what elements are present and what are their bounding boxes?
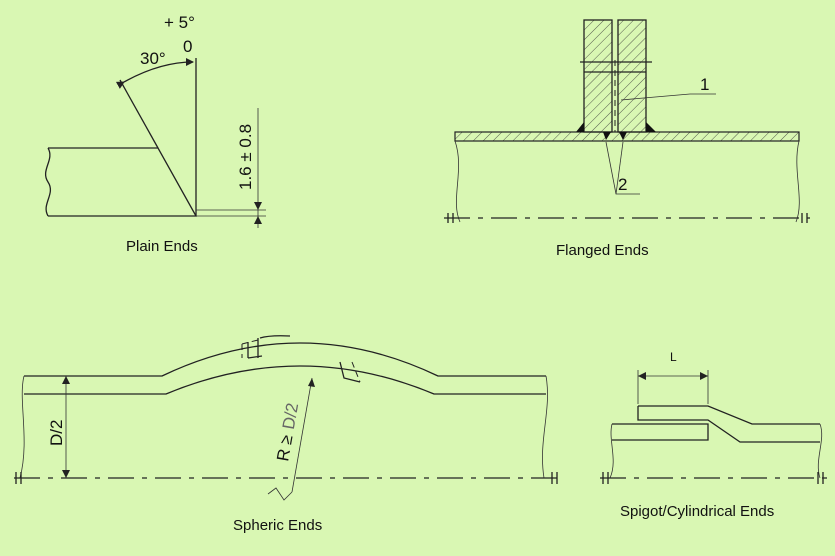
callout-2-label: 2 bbox=[618, 175, 627, 194]
flanged-ends-caption: Flanged Ends bbox=[556, 242, 649, 259]
spheric-break-right bbox=[542, 375, 548, 479]
weld-inner-left bbox=[603, 132, 611, 140]
spigot-outer-bottom bbox=[637, 406, 820, 443]
callout-1-label: 1 bbox=[700, 75, 709, 94]
radius-label: R ≥D/2 bbox=[273, 401, 302, 462]
radius-dim-line bbox=[291, 377, 313, 493]
flanged-pipe-wall bbox=[454, 131, 800, 142]
plain-ends-drawing: + 5° 0 30° 1.6 ± 0.8 Plain Ends bbox=[44, 13, 266, 255]
spheric-socket-right bbox=[339, 361, 361, 383]
plain-ends-caption: Plain Ends bbox=[126, 238, 198, 255]
spheric-socket-left bbox=[247, 338, 263, 359]
spheric-outer-surface bbox=[24, 342, 546, 377]
bevel-angle-label: 30° bbox=[140, 49, 166, 68]
spheric-inner-surface bbox=[24, 365, 546, 395]
tolerance-plus-label: + 5° bbox=[164, 13, 195, 32]
spheric-ends-drawing: D/2 R ≥D/2 Spheric Ends bbox=[14, 335, 560, 534]
weld-outer-right bbox=[646, 122, 656, 132]
spigot-inner-pipe bbox=[612, 423, 709, 441]
spigot-outer-top bbox=[638, 405, 820, 425]
plain-pipe-break bbox=[44, 147, 52, 217]
flange-right bbox=[617, 19, 647, 133]
plain-angle-arc bbox=[115, 58, 194, 89]
spigot-break-right bbox=[817, 423, 823, 479]
tolerance-zero-label: 0 bbox=[183, 37, 192, 56]
flanged-break-left bbox=[454, 140, 461, 223]
plain-pipe-outline bbox=[48, 147, 198, 217]
radius-zigzag bbox=[267, 487, 293, 501]
root-face-label: 1.6 ± 0.8 bbox=[236, 124, 255, 190]
spigot-break-left bbox=[609, 423, 614, 479]
leader-2b bbox=[615, 141, 624, 195]
flanged-break-right bbox=[795, 140, 800, 223]
spheric-ends-caption: Spheric Ends bbox=[233, 517, 322, 534]
flanged-ends-drawing: 1 2 Flanged Ends bbox=[444, 19, 810, 259]
half-diameter-label: D/2 bbox=[47, 420, 66, 446]
length-label: L bbox=[670, 350, 677, 364]
spheric-break-left bbox=[19, 375, 25, 479]
leader-1 bbox=[620, 93, 716, 101]
weld-outer-left bbox=[576, 122, 584, 132]
flange-left bbox=[583, 19, 613, 133]
plain-dim-arrow-top bbox=[254, 202, 262, 210]
weld-inner-right bbox=[619, 132, 627, 140]
plain-bevel-extension bbox=[119, 79, 159, 149]
plain-dim-arrow-bottom bbox=[254, 216, 262, 224]
spigot-ends-drawing: L Spigot/Cylindrical Ends bbox=[600, 350, 830, 520]
spigot-ends-caption: Spigot/Cylindrical Ends bbox=[620, 503, 774, 520]
